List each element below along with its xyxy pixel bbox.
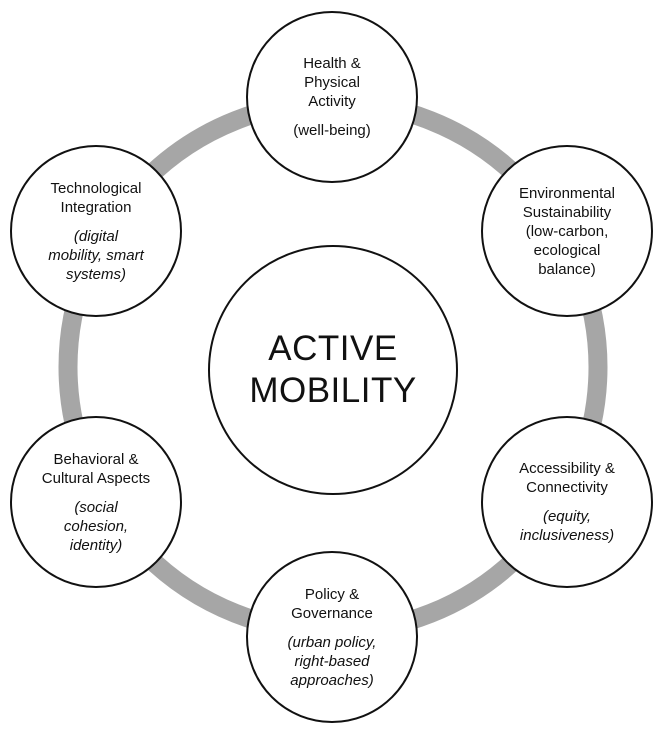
- node-behavioral-subtitle: (social cohesion, identity): [63, 498, 129, 554]
- node-health-subtitle: (well-being): [293, 122, 371, 139]
- node-behavioral: Behavioral & Cultural Aspects (social co…: [10, 416, 182, 588]
- node-environment: Environmental Sustainability (low-carbon…: [481, 145, 653, 317]
- center-label: ACTIVE MOBILITY: [249, 329, 417, 410]
- node-technological: Technological Integration (digital mobil…: [10, 145, 182, 317]
- node-health-title: Health & Physical Activity: [303, 55, 361, 110]
- node-health: Health & Physical Activity (well-being): [246, 11, 418, 183]
- center-circle: ACTIVE MOBILITY: [208, 245, 458, 495]
- node-behavioral-title: Behavioral & Cultural Aspects: [41, 450, 151, 487]
- node-policy-title: Policy & Governance: [291, 585, 373, 622]
- node-policy-subtitle: (urban policy, right-based approaches): [287, 633, 377, 689]
- node-environment-title: Environmental Sustainability: [519, 184, 615, 221]
- node-technological-subtitle: (digital mobility, smart systems): [48, 227, 144, 283]
- node-policy: Policy & Governance (urban policy, right…: [246, 551, 418, 723]
- node-accessibility-title: Accessibility & Connectivity: [519, 460, 615, 496]
- node-accessibility: Accessibility & Connectivity (equity, in…: [481, 416, 653, 588]
- node-technological-title: Technological Integration: [50, 179, 142, 216]
- node-environment-subtitle: (low-carbon, ecological balance): [525, 222, 609, 278]
- node-accessibility-subtitle: (equity, inclusiveness): [519, 508, 615, 544]
